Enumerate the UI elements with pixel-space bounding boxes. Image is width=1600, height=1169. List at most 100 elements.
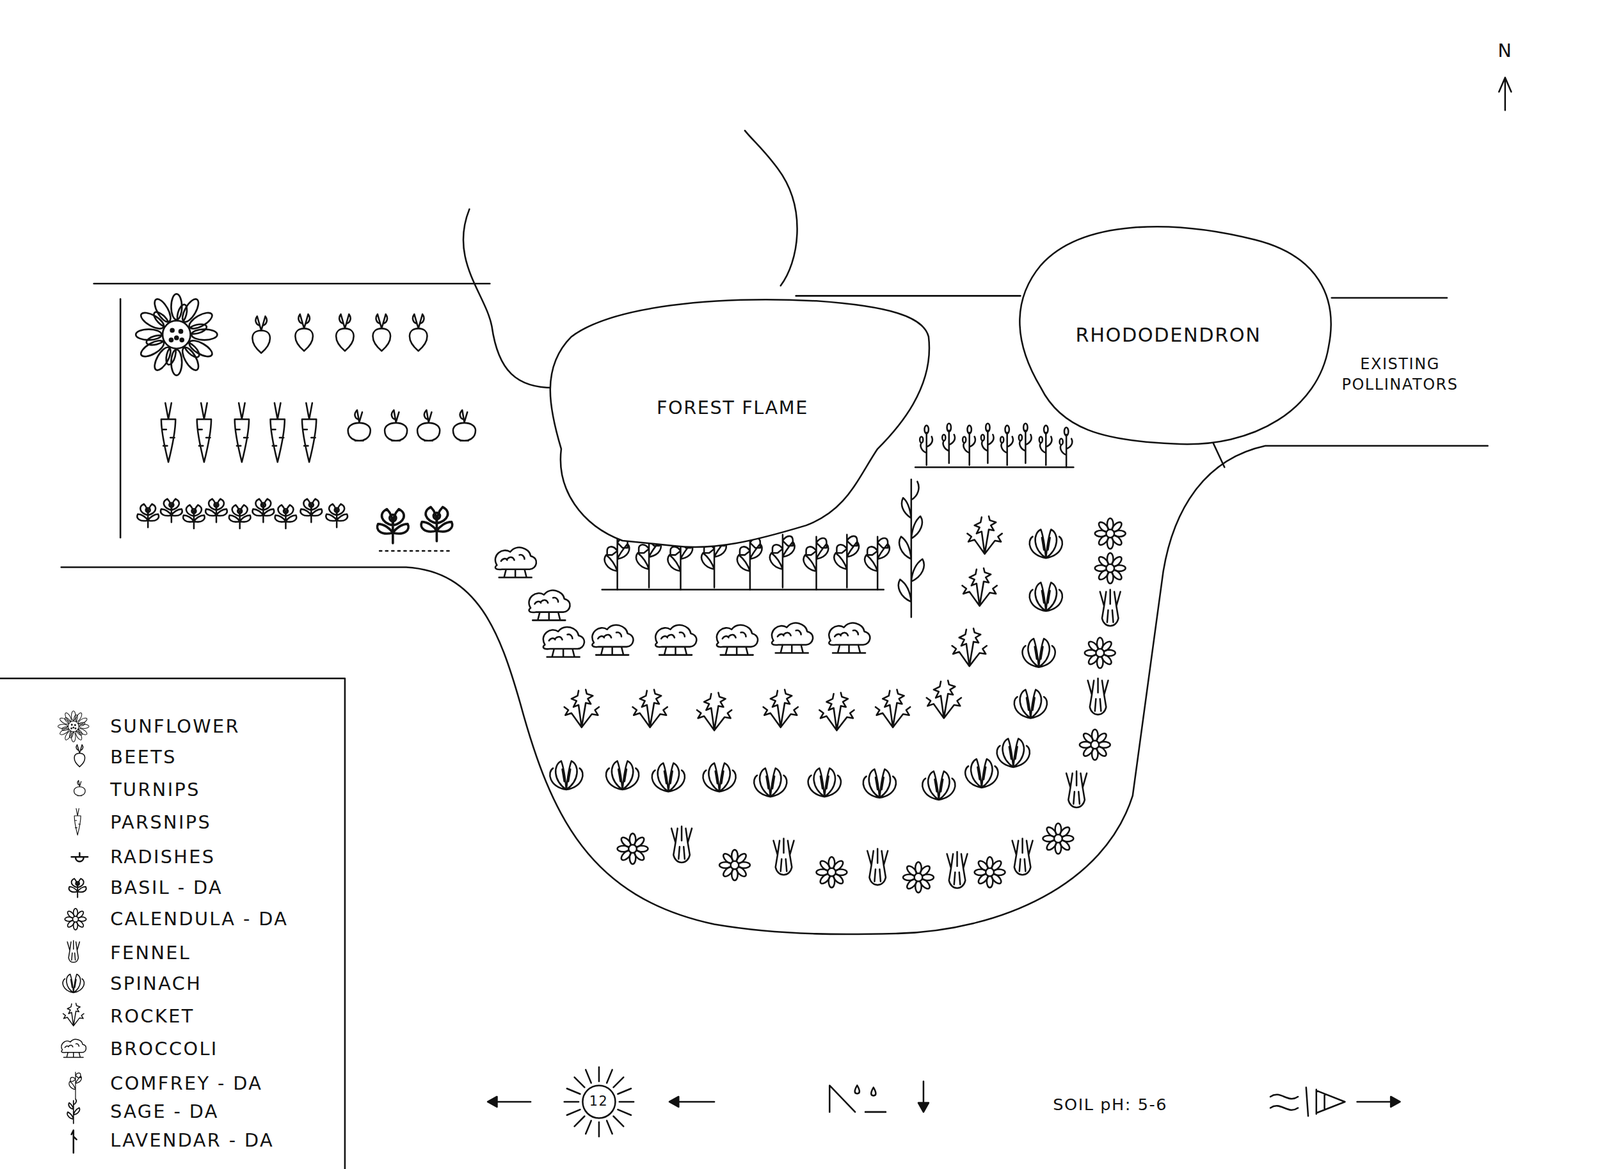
calendula-plant [974,856,1006,888]
shrub-name: FOREST FLAME [656,396,809,419]
basil-plant [229,504,251,529]
legend-frame [0,678,345,1169]
rocket-plant [564,689,600,728]
comfrey-plant [833,534,859,588]
rocket-plant [875,689,911,728]
calendula-plant [1095,552,1126,584]
legend-text: BASIL - DA [110,878,223,898]
sun-ray [564,1101,579,1104]
sun-ray [585,1120,592,1135]
legend-text: LAVENDAR - DA [110,1131,274,1151]
broccoli-plant [592,625,633,656]
legend-text: BROCCOLI [110,1040,218,1059]
spinach-plant [753,768,787,798]
sun-arrow [675,1101,715,1104]
legend-text: RADISHES [110,848,216,867]
outline [540,293,939,555]
beet-plant [409,314,428,351]
sun-ray [619,1101,634,1104]
ground-line [915,466,1074,469]
sun-ray [567,1109,581,1116]
legend-icon [74,780,86,797]
lavender-plant [919,425,933,466]
broccoli-plant [495,547,537,578]
rocket-plant [696,693,732,731]
basil-plant [421,506,453,541]
spinach-plant [997,738,1030,768]
north-label: N [1489,39,1521,64]
legend-icon [74,744,86,767]
spinach-plant [702,763,736,793]
calendula-plant [1084,638,1116,669]
fennel-plant [1088,678,1109,715]
lavender-plant [1059,427,1073,468]
basil-plant [325,504,348,528]
sun-ray [598,1067,601,1082]
ground-line [379,550,449,553]
sun-ray [574,1077,585,1088]
tree-canopy [463,209,560,388]
sunflower-plant [135,293,217,376]
legend-text: SAGE - DA [110,1103,219,1122]
legend-icon [63,1003,85,1026]
comfrey-plant [803,536,829,591]
rocket-plant [819,693,854,731]
parsnip-plant [270,403,285,463]
legend-text: TURNIPS [110,780,201,800]
legend-icon [69,1072,82,1099]
shrub-forest-flame: FOREST FLAME [540,293,939,555]
sun-ray [598,1122,601,1137]
sun-ray [617,1109,632,1116]
calendula-plant [1042,823,1074,855]
sun-ray [613,1116,624,1128]
legend-icon [67,940,80,963]
fennel-plant [671,826,692,863]
rocket-plant [632,689,668,728]
shrub-name: 12 [589,1093,609,1110]
lavender-plant [981,423,994,464]
fennel-plant [1100,590,1121,627]
lavender-plant [1000,425,1014,466]
legend-icon [61,1039,86,1058]
arrow-head [918,1103,929,1113]
shrub-rhododendron: RHODODENDRON [1009,216,1342,454]
ground-line [602,588,884,591]
sun-symbol: 12 [560,1063,638,1141]
spinach-plant [808,768,841,798]
fennel-plant [947,851,968,889]
rocket-plant [967,516,1002,555]
spinach-plant [606,760,639,790]
sun-ray [574,1116,585,1128]
legend-icon [71,1130,77,1154]
broccoli-plant [528,590,570,621]
rocket-plant [962,568,998,607]
area-note: EXISTING POLLINATORS [1328,353,1472,395]
lavender-plant [1039,425,1053,466]
rain-symbol [829,1085,886,1112]
bed-edge [119,298,122,538]
basil-plant [275,504,297,529]
spinach-plant [1014,689,1048,719]
rocket-plant [926,680,962,719]
shrub-outline [1019,226,1331,445]
soil-note: SOIL pH: 5-6 [1013,1093,1208,1116]
spinach-plant [1029,529,1063,559]
calendula-plant [816,856,848,888]
broccoli-plant [771,623,813,654]
sun-ray [585,1070,592,1084]
sun-ray [567,1088,581,1095]
comfrey-plant [604,536,630,591]
calendula-plant [1079,729,1111,761]
lavender-plant [942,423,955,464]
calendula-plant [1095,518,1126,550]
parsnip-plant [161,403,176,463]
beet-plant [373,314,392,351]
broccoli-plant [655,625,697,656]
sun-ray [606,1120,613,1135]
shrub-outline [550,299,930,548]
wind-arrow [1357,1101,1392,1104]
legend-icon [58,711,89,742]
rocket-plant [763,689,799,728]
legend-icon [74,808,81,836]
